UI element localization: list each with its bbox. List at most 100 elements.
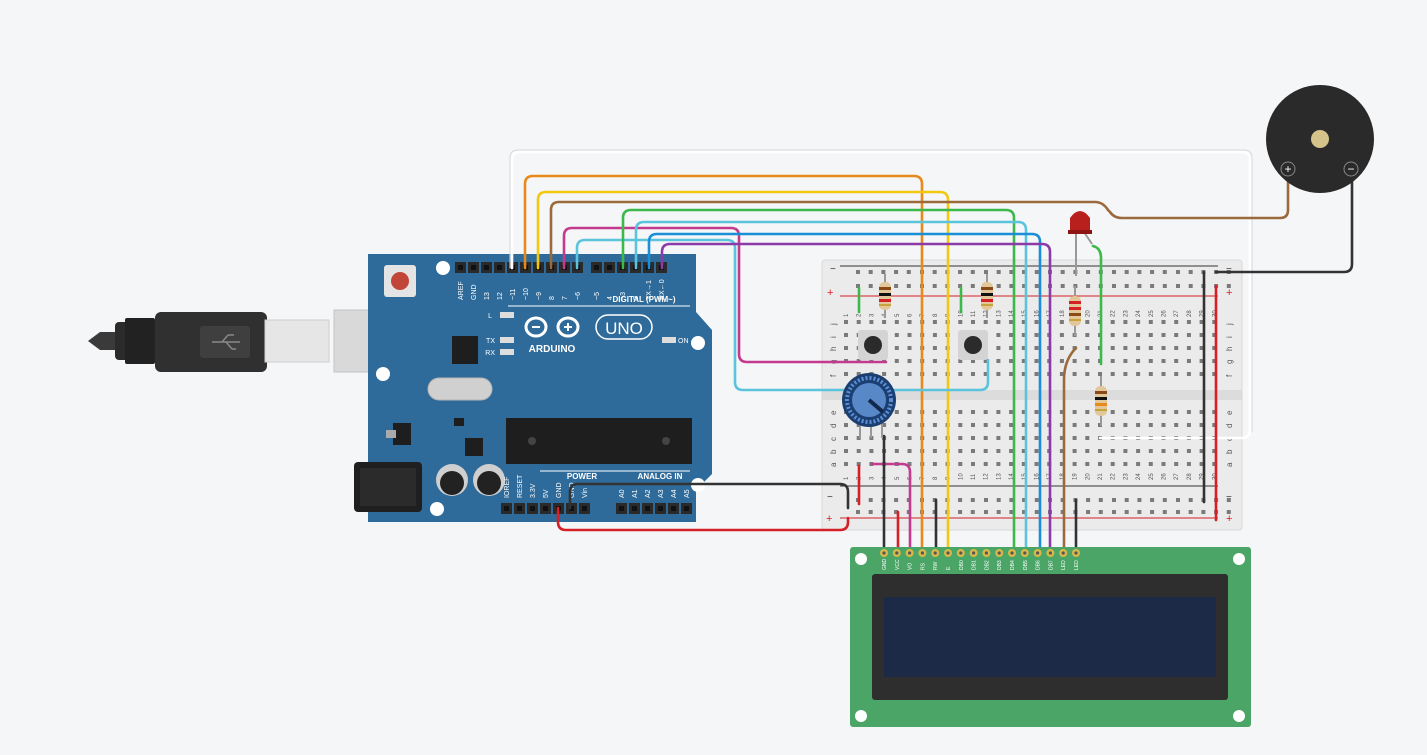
- led-l: [500, 312, 514, 318]
- analog-header-label: ANALOG IN: [638, 472, 683, 481]
- row-label-right-g: g: [1225, 360, 1234, 364]
- col-label-bottom-14: 14: [1009, 473, 1015, 480]
- buzzer-minus-label: −: [1347, 162, 1354, 176]
- led-icon: [1070, 211, 1090, 232]
- col-label-bottom-11: 11: [971, 473, 977, 480]
- rail-plus-bottom-right: +: [1226, 513, 1232, 525]
- col-label-bottom-12: 12: [984, 473, 990, 480]
- led-label-rx: RX: [485, 350, 495, 357]
- lcd-pin-label-13: DB7: [1048, 560, 1054, 570]
- lcd-pin-label-9: DB3: [997, 560, 1003, 570]
- row-label-left-a: a: [829, 462, 838, 467]
- wire-red-5v: [556, 506, 850, 532]
- row-label-right-b: b: [1225, 449, 1234, 454]
- lcd-pin-label-14: LED: [1061, 560, 1067, 570]
- led-label-l: L: [488, 313, 492, 320]
- pin-label-14: TX→1: [646, 280, 653, 300]
- resistor-icon: [1095, 386, 1107, 416]
- row-label-left-d: d: [829, 424, 838, 428]
- col-label-bottom-28: 28: [1187, 473, 1193, 480]
- pushbutton-2[interactable]: [958, 330, 988, 360]
- resistor-2[interactable]: [981, 274, 993, 318]
- wire-green-led: [1091, 244, 1103, 366]
- col-label-bottom-1: 1: [844, 476, 850, 480]
- led-rx: [500, 349, 514, 355]
- col-label-bottom-5: 5: [895, 476, 901, 480]
- wire-blue: [647, 232, 1042, 550]
- analog-pin-header[interactable]: [616, 503, 692, 514]
- rail-minus-bottom-right: −: [1226, 492, 1232, 503]
- wire-black-buzzer: [1214, 168, 1354, 274]
- lcd-pin-label-15: LED: [1074, 560, 1080, 570]
- atmega-chip: [506, 418, 692, 464]
- col-label-top-25: 25: [1149, 310, 1155, 317]
- pin-label-9: ~6: [575, 292, 582, 300]
- col-label-top-11: 11: [971, 310, 977, 317]
- analog-pin-label-1: A1: [632, 489, 639, 498]
- power-pin-label-1: RESET: [517, 474, 524, 498]
- wires[interactable]: [509, 149, 1354, 550]
- lcd-pin-label-3: RS: [920, 562, 926, 570]
- pin-label-13: 2: [633, 296, 640, 300]
- potentiometer[interactable]: [842, 373, 896, 438]
- pin-label-6: ~9: [536, 292, 543, 300]
- row-label-right-j: j: [1225, 323, 1234, 326]
- rail-plus-top-left: +: [827, 287, 833, 299]
- row-label-left-e: e: [829, 410, 838, 415]
- lcd-pin-label-8: DB2: [984, 560, 990, 570]
- lcd-pin-label-5: E: [946, 566, 952, 570]
- power-pin-header[interactable]: [501, 503, 590, 514]
- col-label-top-16: 16: [1035, 310, 1041, 317]
- pushbutton-1[interactable]: [858, 330, 888, 360]
- resistor-3[interactable]: [1069, 286, 1081, 336]
- col-label-bottom-20: 20: [1085, 473, 1091, 480]
- row-label-right-h: h: [1225, 347, 1234, 351]
- lcd-pin-label-12: DB6: [1036, 560, 1042, 570]
- col-label-top-6: 6: [908, 313, 914, 317]
- col-label-bottom-3: 3: [869, 476, 875, 480]
- col-label-bottom-24: 24: [1136, 473, 1142, 480]
- piezo-buzzer[interactable]: + −: [1266, 85, 1374, 193]
- wire-green: [621, 208, 1016, 550]
- row-label-right-d: d: [1225, 424, 1234, 428]
- led-tx: [500, 337, 514, 343]
- lcd-pin-header[interactable]: [880, 549, 1080, 557]
- lcd-screen: [884, 597, 1216, 677]
- row-label-right-e: e: [1225, 410, 1234, 415]
- col-label-top-2: 2: [857, 313, 863, 317]
- col-label-top-27: 27: [1174, 310, 1180, 317]
- col-label-top-26: 26: [1162, 310, 1168, 317]
- arduino-uno-board[interactable]: L TX RX ON ARDUINO UNO DIGITAL (PWM~) PO…: [354, 254, 712, 522]
- col-label-bottom-29: 29: [1200, 473, 1206, 480]
- pin-label-3: 12: [497, 292, 504, 300]
- col-label-top-20: 20: [1085, 310, 1091, 317]
- col-label-bottom-16: 16: [1035, 473, 1041, 480]
- pin-label-10: ~5: [594, 292, 601, 300]
- row-label-left-c: c: [829, 437, 838, 441]
- lcd-pin-label-7: DB1: [972, 560, 978, 570]
- wire-white-shadow: [509, 149, 1253, 433]
- resistor-icon: [1069, 296, 1081, 326]
- row-label-right-i: i: [1225, 336, 1234, 338]
- red-led[interactable]: [1068, 211, 1093, 276]
- lcd-pin-label-11: DB5: [1023, 560, 1029, 570]
- pin-label-0: AREF: [458, 281, 465, 300]
- led-label-tx: TX: [486, 338, 495, 345]
- rail-minus-top-right: −: [1226, 264, 1232, 275]
- col-label-bottom-27: 27: [1174, 473, 1180, 480]
- wire-pot-magenta: [870, 462, 912, 550]
- power-pin-label-4: GND: [556, 482, 563, 498]
- col-label-bottom-8: 8: [933, 476, 939, 480]
- row-label-left-h: h: [829, 347, 838, 351]
- wire-cyan-light: [575, 238, 990, 392]
- lcd-pin-label-6: DB0: [959, 560, 965, 570]
- power-header-label: POWER: [567, 472, 597, 481]
- analog-pin-label-2: A2: [645, 489, 652, 498]
- resistor-4[interactable]: [1095, 376, 1107, 426]
- rail-minus-bottom-left: −: [827, 492, 833, 503]
- usb-symbol-icon: [212, 334, 240, 350]
- resistor-1[interactable]: [879, 274, 891, 318]
